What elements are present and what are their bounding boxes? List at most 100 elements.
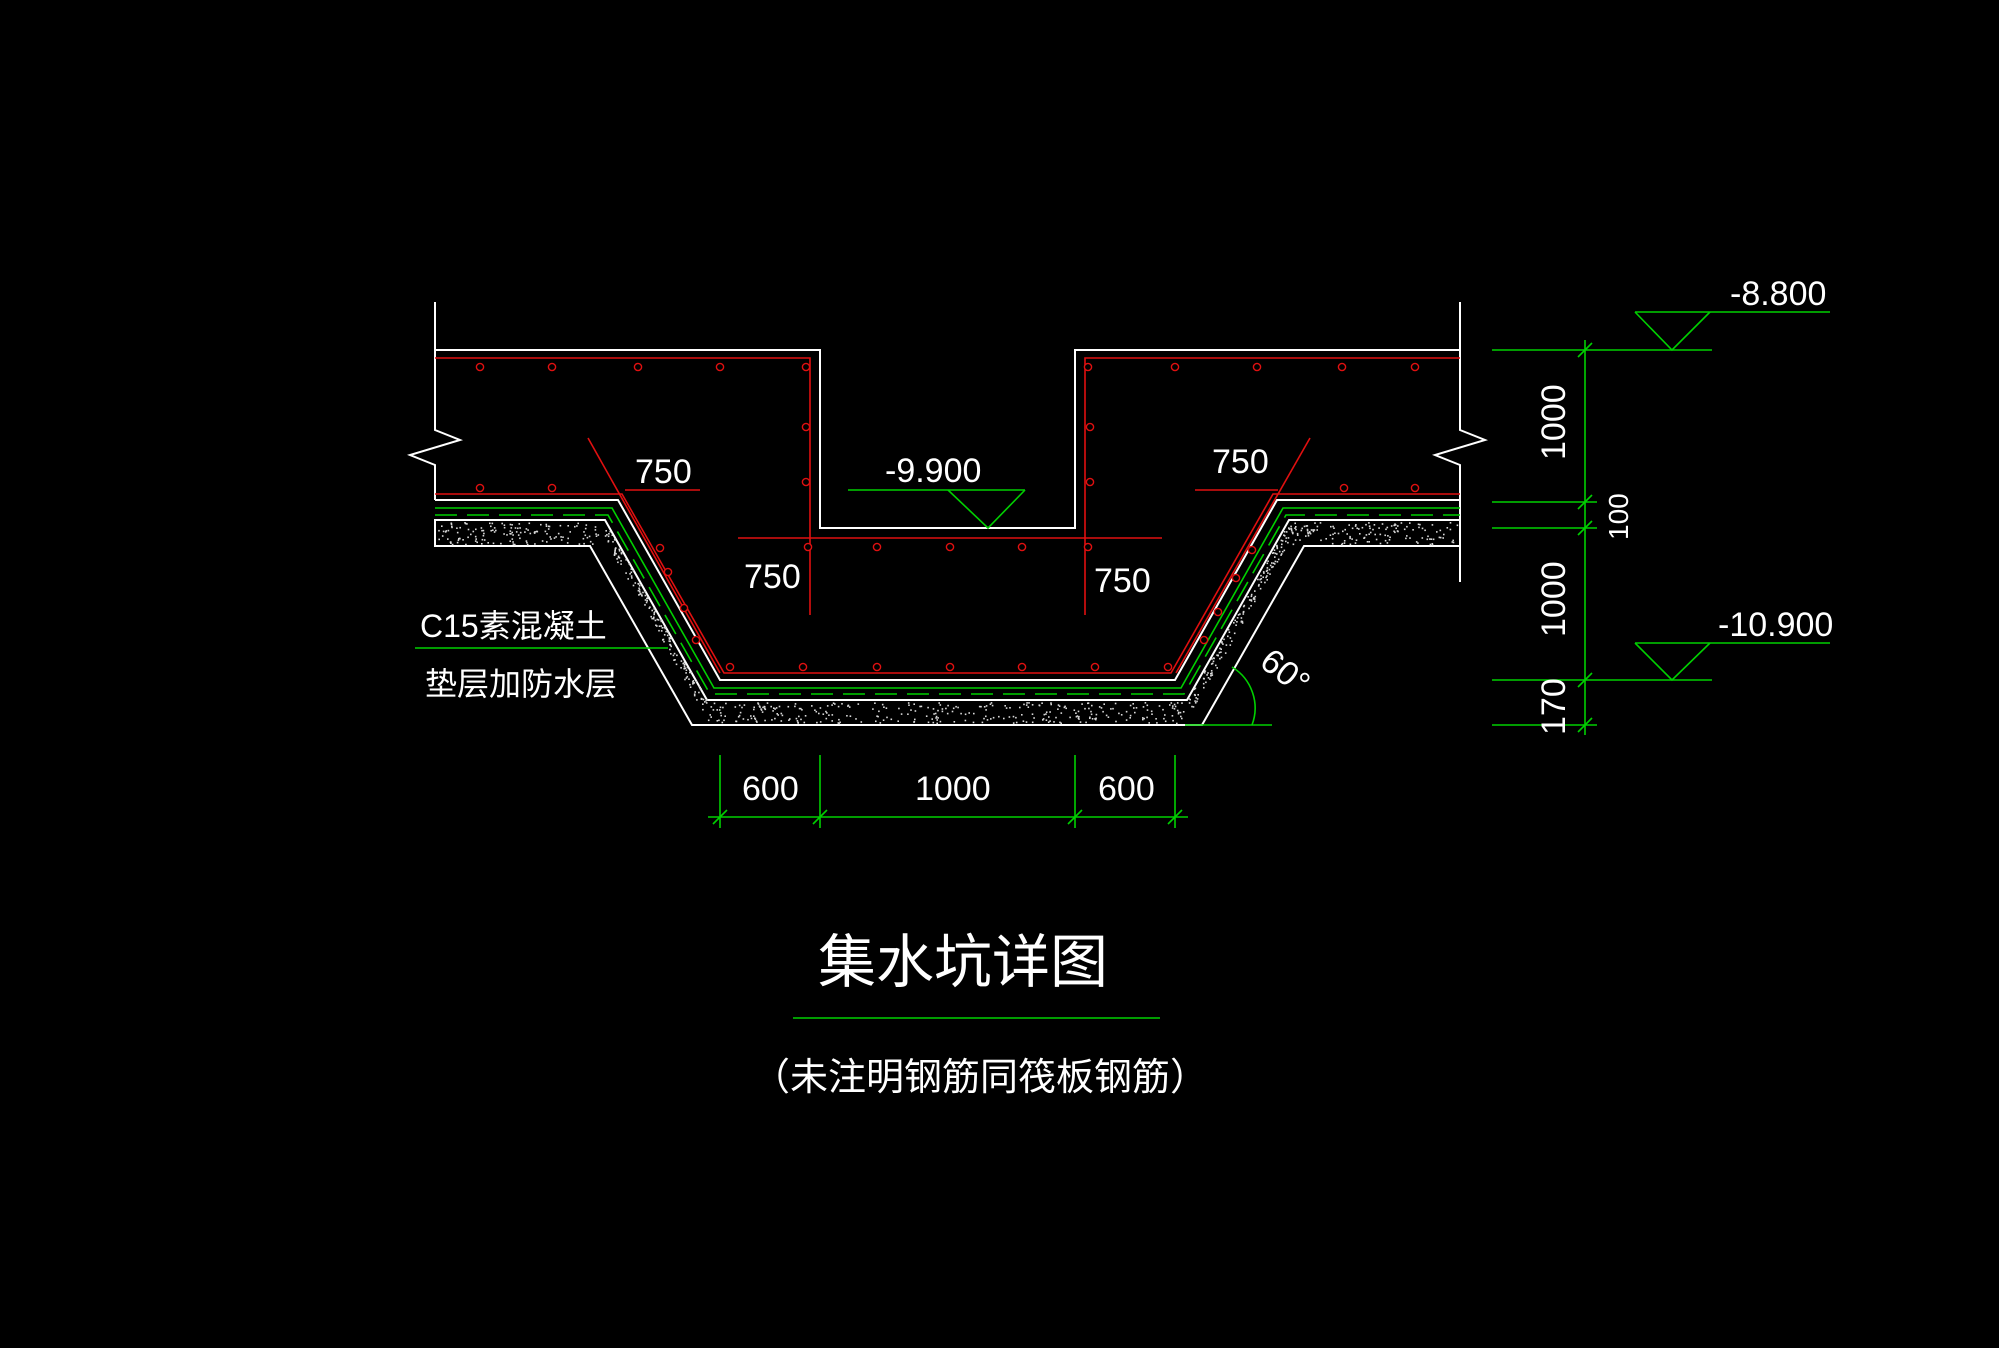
cushion-speck — [451, 543, 454, 546]
cushion-speck — [533, 532, 536, 534]
cushion-speck — [1320, 539, 1322, 542]
cushion-speck — [1079, 721, 1082, 723]
cushion-speck — [946, 712, 949, 715]
cushion-speck — [1291, 531, 1294, 534]
cushion-speck — [1456, 524, 1459, 527]
pit-elevation-label: -9.900 — [885, 452, 981, 490]
bottom-dimension — [708, 755, 1188, 828]
cushion-speck — [1389, 536, 1391, 539]
cushion-speck — [1065, 707, 1067, 710]
cushion-speck — [1210, 672, 1213, 675]
cushion-speck — [877, 715, 879, 718]
cushion-speck — [794, 703, 797, 705]
cushion-speck — [1031, 713, 1034, 715]
cushion-speck — [1379, 542, 1382, 545]
cushion-speck — [644, 594, 647, 597]
cushion-speck — [1090, 710, 1092, 713]
cushion-speck — [1369, 527, 1371, 530]
cushion-speck — [1115, 720, 1117, 723]
cushion-speck — [855, 718, 857, 720]
cushion-speck — [474, 540, 477, 542]
cushion-speck — [668, 640, 671, 642]
cushion-speck — [719, 706, 722, 709]
cushion-speck — [1213, 657, 1215, 660]
cushion-speck — [1100, 707, 1103, 709]
cushion-speck — [566, 542, 569, 544]
rebar-dot — [1410, 362, 1420, 372]
cushion-speck — [941, 710, 944, 713]
cushion-speck — [1305, 525, 1308, 527]
cushion-speck — [451, 525, 453, 528]
cushion-speck — [875, 720, 877, 723]
cushion-speck — [925, 715, 928, 717]
rebar-lines — [435, 357, 1460, 674]
cushion-speck — [1271, 552, 1274, 554]
rebar-dot — [633, 362, 643, 372]
cushion-speck — [1228, 631, 1231, 633]
cushion-speck — [1090, 713, 1093, 716]
cushion-speck — [1250, 595, 1253, 598]
cushion-speck — [1272, 552, 1275, 554]
cushion-speck — [1372, 528, 1374, 531]
cushion-speck — [1197, 694, 1199, 696]
cushion-speck — [1009, 707, 1011, 709]
cushion-speck — [1295, 526, 1297, 528]
cushion-speck — [608, 533, 610, 535]
cushion-speck — [1144, 702, 1147, 704]
cushion-speck — [1171, 707, 1174, 709]
cushion-speck — [937, 709, 939, 712]
cushion-speck — [630, 575, 633, 577]
cushion-speck — [441, 525, 443, 527]
cushion-speck — [1194, 702, 1197, 704]
cushion-speck — [919, 705, 921, 708]
cushion-speck — [1077, 710, 1080, 713]
cushion-speck — [1205, 681, 1207, 684]
cushion-speck — [660, 618, 662, 621]
cushion-speck — [1063, 706, 1066, 709]
cushion-speck — [1306, 529, 1309, 532]
cushion-speck — [990, 718, 992, 720]
cushion-speck — [931, 718, 933, 720]
cushion-speck — [1285, 540, 1287, 543]
cushion-speck — [986, 719, 989, 721]
cushion-speck — [638, 591, 641, 593]
cushion-speck — [770, 705, 772, 708]
cushion-speck — [1027, 706, 1030, 708]
cushion-speck — [483, 539, 486, 541]
cushion-speck — [1409, 537, 1411, 539]
cushion-speck — [849, 715, 852, 717]
cushion-speck — [1285, 537, 1288, 539]
cushion-speck — [794, 705, 796, 708]
cushion-speck — [1271, 562, 1273, 564]
cushion-speck — [1031, 721, 1034, 724]
cushion-speck — [1395, 527, 1397, 530]
cushion-speck — [549, 536, 551, 538]
cushion-speck — [1174, 705, 1177, 708]
cushion-speck — [1021, 714, 1023, 716]
waterproof-line-2 — [435, 514, 1460, 695]
cushion-speck — [447, 538, 449, 540]
cushion-speck — [1095, 718, 1097, 721]
cushion-speck — [487, 542, 489, 544]
cushion-speck — [464, 522, 466, 524]
cushion-speck — [935, 717, 937, 719]
cushion-speck — [1218, 651, 1221, 654]
cushion-speck — [1209, 678, 1211, 680]
cushion-speck — [1265, 570, 1268, 572]
cushion-speck — [574, 525, 576, 528]
cushion-speck — [1057, 704, 1060, 706]
cushion-speck — [1155, 718, 1157, 720]
cushion-speck — [670, 645, 672, 648]
cushion-speck — [1220, 651, 1222, 653]
cushion-speck — [815, 710, 818, 713]
cushion-speck — [800, 707, 802, 710]
cushion-speck — [693, 693, 696, 695]
cushion-speck — [541, 540, 544, 542]
cushion-speck — [797, 721, 799, 724]
cushion-speck — [1031, 704, 1034, 706]
cushion-speck — [698, 685, 700, 688]
cushion-speck — [548, 525, 551, 528]
cushion-speck — [706, 699, 708, 701]
cushion-speck — [818, 712, 820, 715]
